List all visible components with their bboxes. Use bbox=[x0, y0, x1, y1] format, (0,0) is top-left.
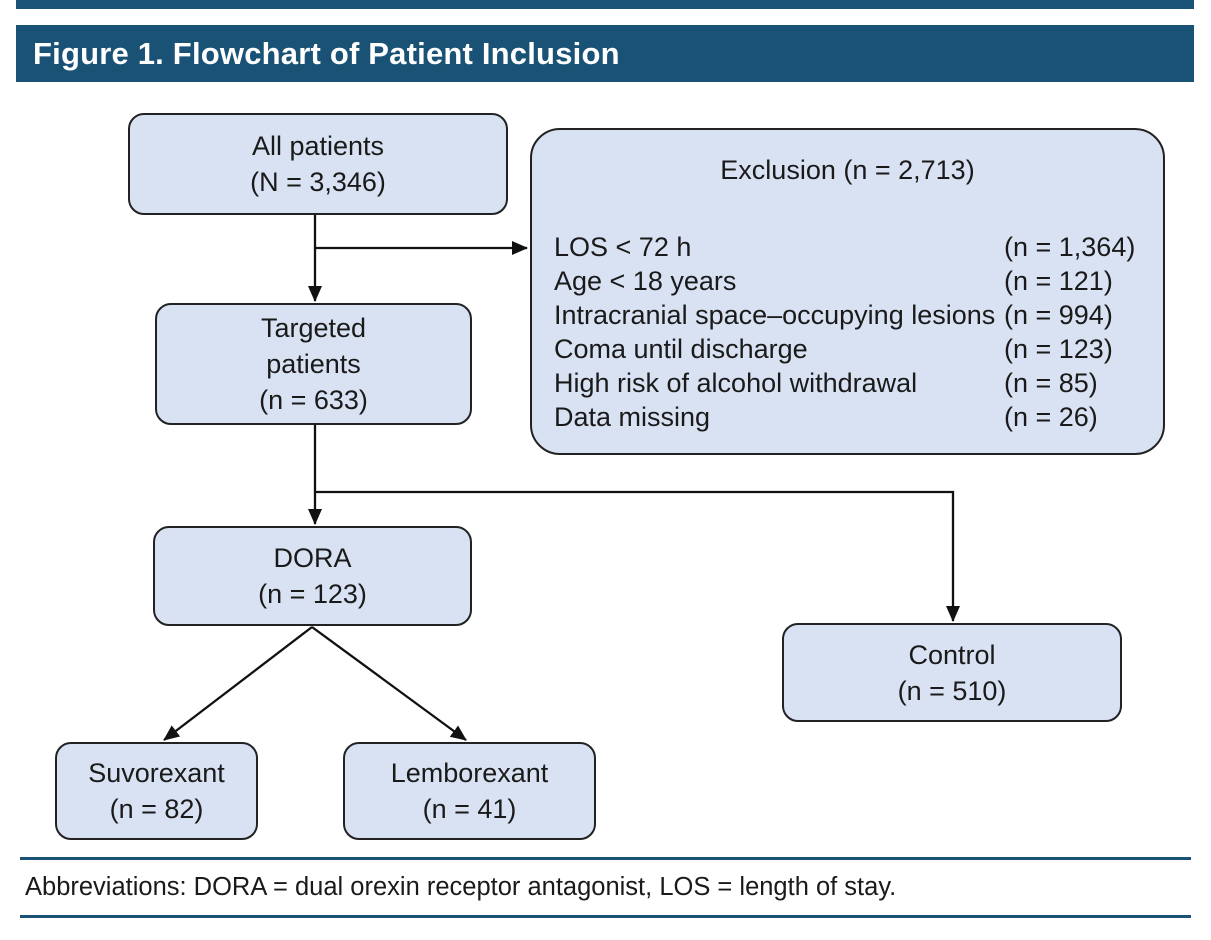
node-dora: DORA (n = 123) bbox=[153, 526, 472, 626]
node-lemborexant-count: (n = 41) bbox=[422, 794, 517, 824]
exclusion-title: Exclusion (n = 2,713) bbox=[720, 155, 975, 185]
node-dora-label: DORA bbox=[273, 543, 352, 573]
abbreviations-text: Abbreviations: DORA = dual orexin recept… bbox=[25, 873, 897, 901]
exclusion-item-label: Data missing bbox=[554, 402, 711, 432]
node-targeted-label-1: Targeted bbox=[260, 313, 367, 343]
node-targeted-count: (n = 633) bbox=[259, 385, 368, 415]
node-targeted-patients: Targeted patients (n = 633) bbox=[155, 303, 472, 425]
node-dora-count: (n = 123) bbox=[258, 579, 367, 609]
node-suvorexant: Suvorexant (n = 82) bbox=[55, 742, 258, 840]
exclusion-item-count: (n = 121) bbox=[1004, 266, 1113, 296]
top-rule bbox=[16, 0, 1194, 9]
exclusion-item-label: Age < 18 years bbox=[554, 266, 737, 296]
exclusion-item-count: (n = 26) bbox=[1004, 402, 1098, 432]
exclusion-item-count: (n = 85) bbox=[1004, 368, 1098, 398]
exclusion-item-label: Coma until discharge bbox=[554, 334, 808, 364]
node-all-patients-label: All patients bbox=[251, 131, 385, 161]
exclusion-item-label: High risk of alcohol withdrawal bbox=[554, 368, 918, 398]
exclusion-item-count: (n = 994) bbox=[1004, 300, 1113, 330]
node-suvorexant-count: (n = 82) bbox=[109, 794, 204, 824]
node-control-label: Control bbox=[908, 639, 996, 670]
node-suvorexant-label: Suvorexant bbox=[88, 758, 225, 788]
figure-title: Figure 1. Flowchart of Patient Inclusion bbox=[33, 36, 620, 71]
exclusion-item-count: (n = 1,364) bbox=[1004, 232, 1136, 262]
figure-title-band: Figure 1. Flowchart of Patient Inclusion bbox=[16, 25, 1194, 82]
node-lemborexant-label: Lemborexant bbox=[390, 758, 549, 788]
node-lemborexant: Lemborexant (n = 41) bbox=[343, 742, 596, 840]
node-targeted-label-2: patients bbox=[266, 349, 361, 379]
node-exclusion: Exclusion (n = 2,713) LOS < 72 h (n = 1,… bbox=[530, 128, 1165, 455]
node-all-patients: All patients (N = 3,346) bbox=[128, 113, 508, 215]
exclusion-item-label: LOS < 72 h bbox=[554, 232, 692, 262]
node-all-patients-count: (N = 3,346) bbox=[250, 167, 386, 197]
connector-dora-to-lemborexant bbox=[311, 626, 467, 741]
connector-dora-to-suvorexant bbox=[163, 626, 313, 741]
exclusion-item-count: (n = 123) bbox=[1004, 334, 1113, 364]
exclusion-list: LOS < 72 h (n = 1,364) Age < 18 years (n… bbox=[532, 230, 1163, 434]
footer-rule-top bbox=[20, 857, 1191, 860]
exclusion-item-label: Intracranial space–occupying lesions bbox=[554, 300, 996, 330]
node-control: Control (n = 510) bbox=[782, 623, 1122, 722]
node-control-count: (n = 510) bbox=[897, 675, 1007, 706]
footer-rule-bottom bbox=[20, 915, 1191, 918]
